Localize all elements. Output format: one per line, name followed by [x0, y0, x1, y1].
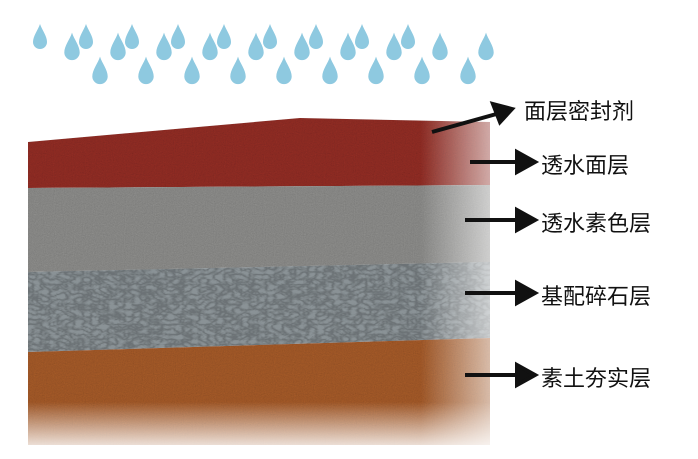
label-soil: 素土夯实层 — [541, 367, 652, 392]
water-drop-icon — [294, 32, 310, 61]
arrows — [431, 101, 540, 389]
water-drop-icon — [340, 32, 356, 61]
water-drop-icon — [414, 56, 430, 85]
arrowhead-icon — [489, 101, 516, 126]
label-plain: 透水素色层 — [541, 212, 652, 237]
water-drop-icon — [110, 32, 126, 61]
rain-drops — [33, 24, 494, 85]
water-drop-icon — [217, 24, 231, 49]
water-drop-icon — [202, 32, 218, 61]
water-drop-icon — [309, 24, 323, 49]
water-drop-icon — [263, 24, 277, 49]
label-surface: 透水面层 — [541, 154, 630, 179]
water-drop-icon — [171, 24, 185, 49]
water-drop-icon — [64, 32, 80, 61]
arrowhead-icon — [515, 279, 540, 307]
water-drop-icon — [322, 56, 338, 85]
water-drop-icon — [386, 32, 402, 61]
water-drop-icon — [230, 56, 246, 85]
water-drop-icon — [156, 32, 172, 61]
water-drop-icon — [79, 24, 93, 49]
water-drop-icon — [184, 56, 200, 85]
arrowhead-icon — [515, 148, 540, 176]
water-drop-icon — [248, 32, 264, 61]
water-drop-icon — [138, 56, 154, 85]
label-gravel: 基配碎石层 — [541, 285, 652, 310]
arrowhead-icon — [515, 206, 540, 234]
arrowhead-icon — [515, 361, 540, 389]
water-drop-icon — [276, 56, 292, 85]
water-drop-icon — [368, 56, 384, 85]
water-drop-icon — [125, 24, 139, 49]
water-drop-icon — [355, 24, 369, 49]
arrow-sealant — [431, 111, 501, 134]
water-drop-icon — [460, 56, 476, 85]
water-drop-icon — [92, 56, 108, 85]
water-drop-icon — [401, 24, 415, 49]
label-sealant: 面层密封剂 — [524, 100, 635, 125]
water-drop-icon — [33, 24, 47, 49]
water-drop-icon — [478, 32, 494, 61]
water-drop-icon — [432, 32, 448, 61]
